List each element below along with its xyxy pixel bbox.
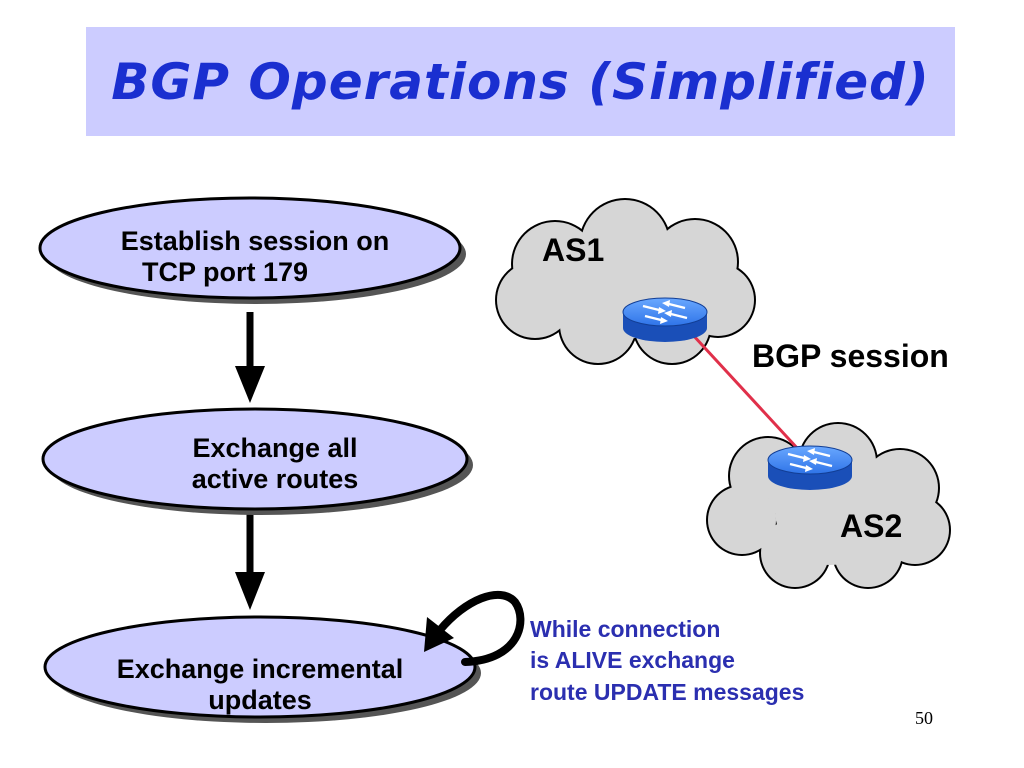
step-1-line-1: Establish session on [120, 226, 390, 256]
flow-arrow-2 [235, 510, 265, 610]
as1-label: AS1 [542, 232, 605, 268]
as2-label: AS2 [840, 508, 903, 544]
step-3-text: Exchange incremental updates [60, 654, 460, 716]
step-2-line-1: Exchange all [192, 433, 358, 463]
flow-arrow-1 [235, 312, 265, 403]
loop-note: While connection is ALIVE exchange route… [530, 614, 804, 708]
step-ellipse-3 [43, 615, 481, 723]
step-2-line-2: active routes [191, 464, 359, 495]
step-ellipse-1 [38, 196, 466, 304]
slide-title: BGP Operations (Simplified) [111, 52, 930, 111]
loop-note-line-2: is ALIVE exchange [530, 647, 735, 674]
loop-note-line-3: route UPDATE messages [530, 678, 805, 705]
step-ellipse-2 [41, 407, 473, 515]
step-2-text: Exchange all active routes [100, 433, 450, 495]
as1-cloud [495, 198, 756, 365]
router-icon [622, 297, 708, 342]
bgp-session-link [690, 332, 812, 464]
step-3-line-1: Exchange incremental [116, 654, 404, 684]
bgp-session-label: BGP session [752, 338, 949, 374]
step-1-line-2: TCP port 179 [141, 257, 309, 288]
loop-note-line-1: While connection [530, 616, 721, 642]
loop-arrow [424, 590, 525, 666]
router-icon [767, 445, 853, 490]
title-bar: BGP Operations (Simplified) [86, 27, 955, 136]
step-3-line-2: updates [208, 685, 312, 716]
step-1-text: Establish session on TCP port 179 [70, 226, 440, 288]
page-number: 50 [915, 708, 933, 728]
